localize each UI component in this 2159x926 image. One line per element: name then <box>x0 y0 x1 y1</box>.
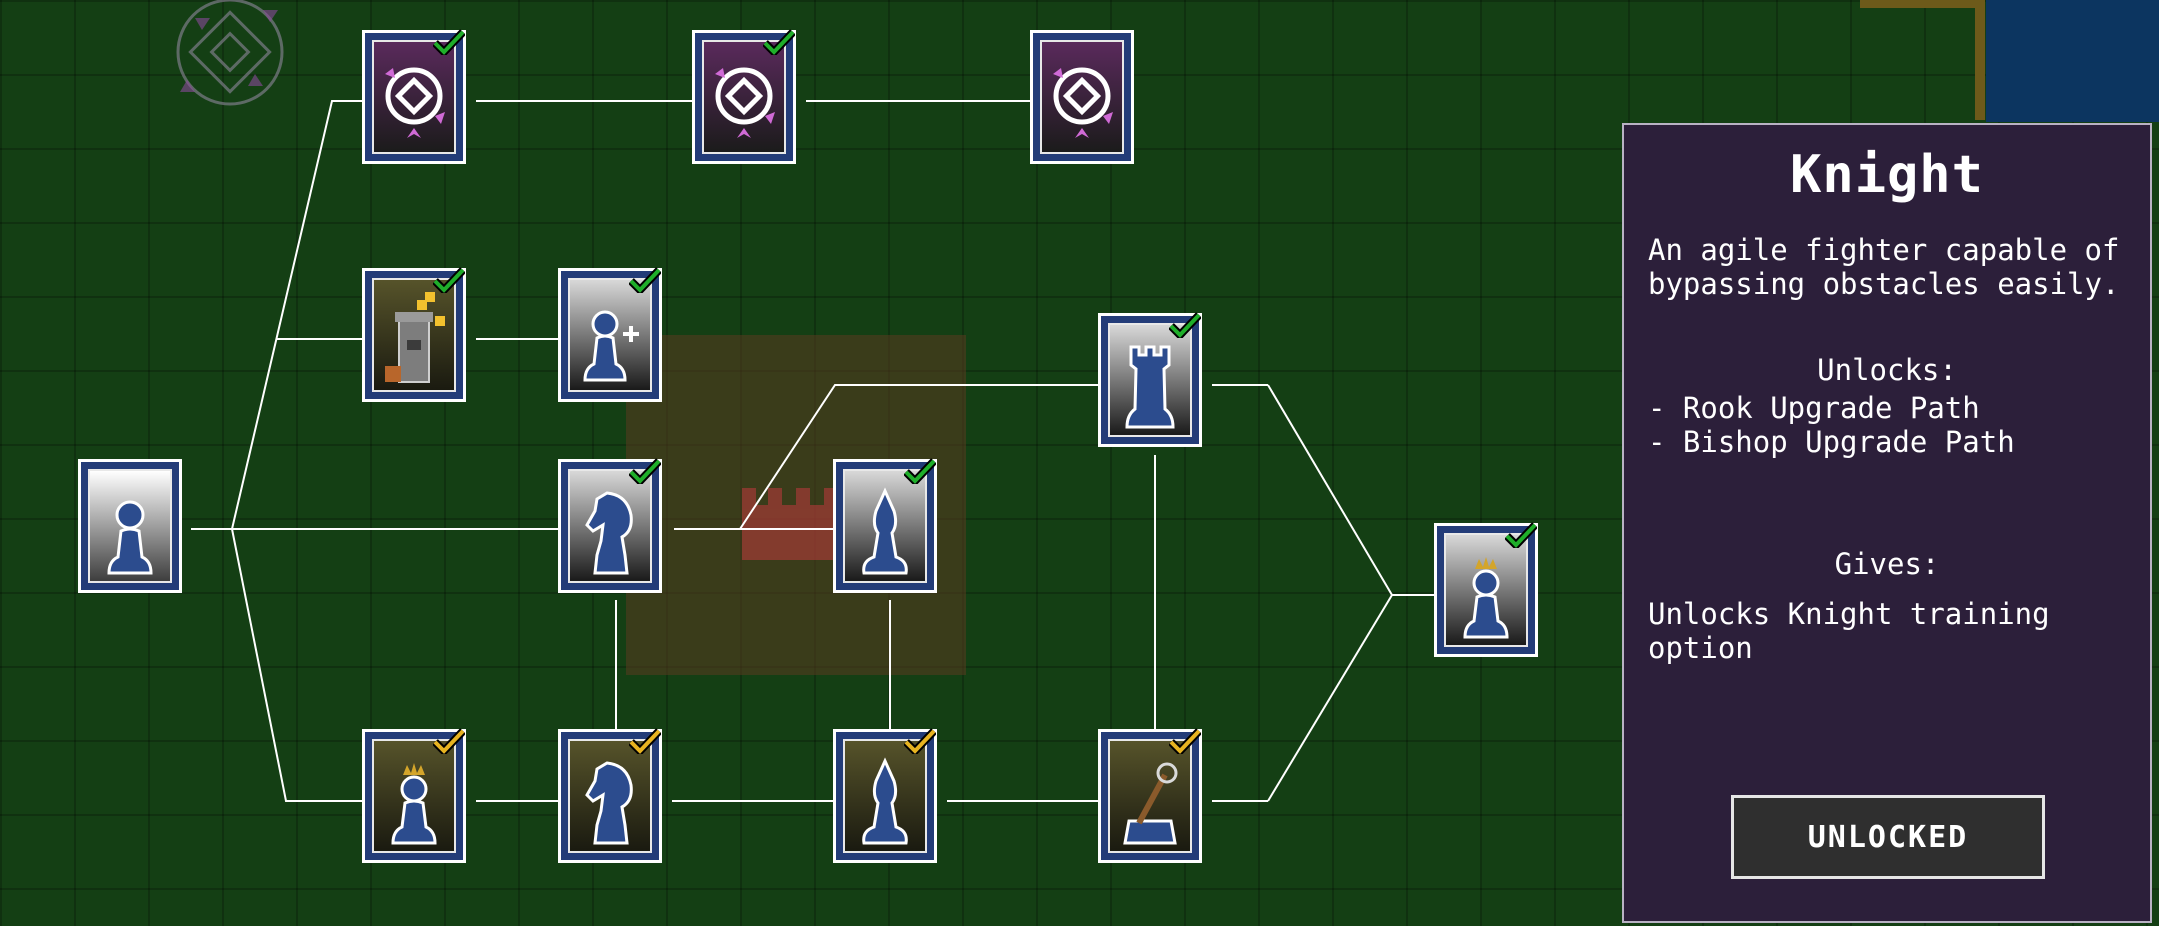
connector <box>1267 594 1393 802</box>
water-area <box>1860 0 2159 122</box>
castle-icon <box>742 488 840 560</box>
check-icon <box>1169 312 1201 338</box>
pawn-plus-icon <box>575 290 645 390</box>
target-aura-icon <box>1047 52 1117 152</box>
connector <box>231 528 364 802</box>
skill-node-knight[interactable] <box>558 459 662 593</box>
check-icon <box>763 29 795 55</box>
crowned-pawn-icon <box>379 751 449 851</box>
check-icon <box>1505 522 1537 548</box>
skill-node-pawn-crown[interactable] <box>362 729 466 863</box>
unlock-item: - Rook Upgrade Path <box>1648 391 1980 425</box>
check-icon <box>433 29 465 55</box>
unlock-item: - Bishop Upgrade Path <box>1648 425 2015 459</box>
check-icon <box>629 458 661 484</box>
skill-node-bishop-upgrade[interactable] <box>833 729 937 863</box>
skill-node-aura-1[interactable] <box>362 30 466 164</box>
unlocked-button[interactable]: UNLOCKED <box>1731 795 2045 879</box>
panel-title: Knight <box>1790 145 1984 205</box>
connector <box>1267 384 1435 596</box>
skill-node-pawn-plus[interactable] <box>558 268 662 402</box>
target-aura-icon <box>709 52 779 152</box>
target-aura-icon <box>379 52 449 152</box>
check-icon <box>904 728 936 754</box>
rook-icon <box>1115 335 1185 435</box>
check-icon <box>629 267 661 293</box>
gives-heading: Gives: <box>1834 547 1940 581</box>
check-icon <box>904 458 936 484</box>
skill-node-catapult[interactable] <box>1098 729 1202 863</box>
unlocks-heading: Unlocks: <box>1817 353 1957 387</box>
skill-node-aura-2[interactable] <box>692 30 796 164</box>
catapult-icon <box>1115 751 1185 851</box>
bishop-icon <box>850 481 920 581</box>
connector <box>231 100 364 530</box>
pawn-icon <box>95 481 165 581</box>
crowned-rook-icon <box>1451 545 1521 645</box>
knight-upgrade-icon <box>575 751 645 851</box>
rune-marks <box>180 10 278 92</box>
knight-icon <box>575 481 645 581</box>
skill-node-bishop[interactable] <box>833 459 937 593</box>
unlocks-list: - Rook Upgrade Path - Bishop Upgrade Pat… <box>1648 391 2126 459</box>
skill-node-tower-build[interactable] <box>362 268 466 402</box>
rune-sigil-icon <box>176 0 284 106</box>
skill-info-panel: Knight An agile fighter capable of bypas… <box>1622 123 2152 923</box>
check-icon <box>1169 728 1201 754</box>
check-icon <box>433 267 465 293</box>
gives-text: Unlocks Knight training option <box>1648 597 2050 665</box>
panel-description: An agile fighter capable of bypassing ob… <box>1648 233 2120 301</box>
check-icon <box>629 728 661 754</box>
bishop-upgrade-icon <box>850 751 920 851</box>
check-icon <box>433 728 465 754</box>
skill-node-rook[interactable] <box>1098 313 1202 447</box>
connector <box>739 384 1099 530</box>
skill-node-pawn-root[interactable] <box>78 459 182 593</box>
skill-node-knight-upgrade[interactable] <box>558 729 662 863</box>
tower-build-icon <box>379 290 449 390</box>
skill-node-queen[interactable] <box>1434 523 1538 657</box>
skill-node-aura-3[interactable] <box>1030 30 1134 164</box>
